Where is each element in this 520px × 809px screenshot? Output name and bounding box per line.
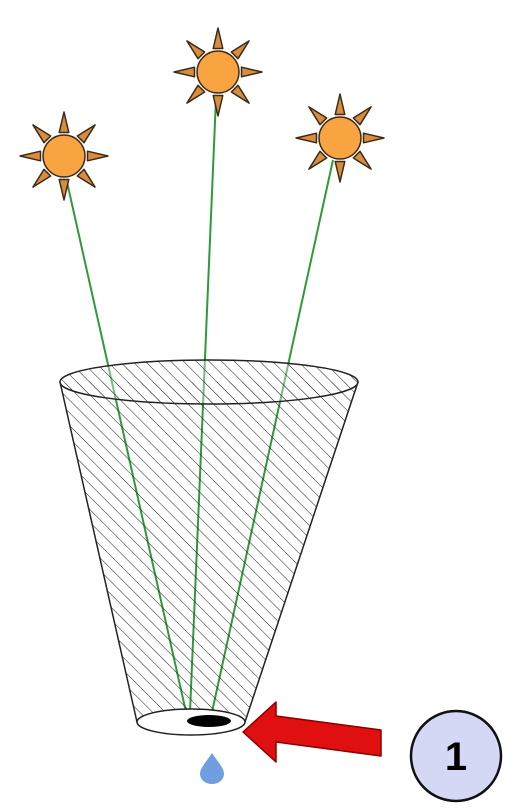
flower-petal: [231, 85, 249, 103]
flower-petal: [33, 125, 51, 143]
flower-center: [43, 135, 85, 177]
flower-petal: [88, 151, 109, 161]
flower-petal: [296, 133, 317, 143]
flower-petal: [20, 151, 41, 161]
flower-petal: [77, 169, 95, 187]
flower-center: [197, 51, 239, 93]
drain-hole: [187, 715, 231, 727]
flower-petal: [187, 85, 205, 103]
flower-petal: [353, 151, 371, 169]
flower-middle-sun-shaped-flower-icon: [174, 28, 262, 116]
flower-petal: [187, 41, 205, 59]
flower-petal: [242, 67, 263, 77]
flower-petal: [309, 151, 327, 169]
flower-petal: [59, 112, 69, 133]
flower-right-sun-shaped-flower-icon: [296, 94, 384, 182]
flower-petal: [213, 28, 223, 49]
flower-petal: [364, 133, 385, 143]
step-badge: 1: [411, 711, 501, 801]
flower-petal: [231, 41, 249, 59]
pot-rim-hatch: [60, 360, 358, 404]
flower-petal: [353, 107, 371, 125]
flower-petal: [174, 67, 195, 77]
flower-center: [319, 117, 361, 159]
flower-petal: [309, 107, 327, 125]
water-drop-icon: [200, 753, 224, 784]
flower-left-sun-shaped-flower-icon: [20, 112, 108, 200]
flower-petal: [59, 180, 69, 201]
flower-pot: [50, 360, 370, 740]
flower-petal: [33, 169, 51, 187]
flower-petal: [335, 94, 345, 115]
step-number: 1: [445, 735, 467, 779]
arrow-left-icon: [243, 702, 381, 762]
flower-petal: [77, 125, 95, 143]
flower-petal: [335, 162, 345, 183]
